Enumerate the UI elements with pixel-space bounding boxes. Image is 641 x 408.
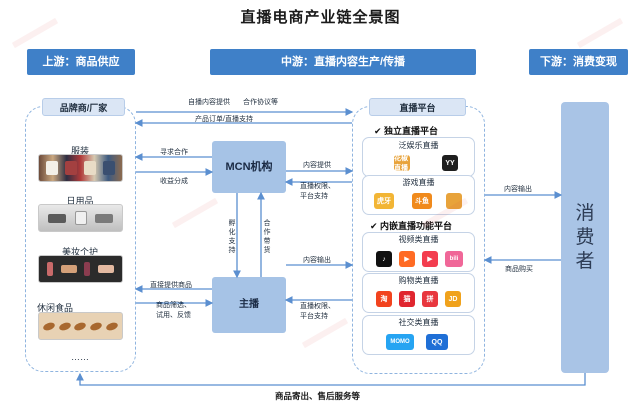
douyin-icon: ♪	[376, 251, 392, 267]
anchor-rights-line-2: 平台支持	[300, 313, 328, 320]
flow-label-incubation: 孵化支持	[228, 220, 236, 254]
independent-platform-title: ✔ 独立直播平台	[374, 126, 439, 136]
flow-label-anchor-rights: 直播权限、 平台支持	[300, 302, 335, 322]
mcn-node: MCN机构	[212, 141, 286, 193]
kuaishou-icon: ▶	[399, 251, 415, 267]
flow-label-purchase: 商品购买	[505, 266, 533, 273]
game-app-icon	[446, 193, 462, 209]
flow-label-cooperation-income: 合作带货	[263, 220, 271, 254]
bilibili-icon: bili	[445, 251, 463, 267]
video-label: 视频类直播	[398, 235, 439, 244]
tmall-icon: 猫	[399, 291, 415, 307]
stage-downstream: 下游：消费变现	[529, 49, 628, 75]
page-title: 直播电商产业链全景图	[240, 9, 401, 26]
flow-label-screening: 商品筛选、 试用、反馈	[156, 301, 191, 321]
game-label: 游戏直播	[402, 178, 435, 187]
flow-label-mcn-rights: 直播权限、 平台支持	[300, 182, 335, 202]
momo-icon: MOMO	[386, 334, 414, 350]
clothes-image	[38, 154, 123, 182]
category-label-snacks: 休闲食品	[37, 303, 74, 313]
social-box	[362, 315, 475, 355]
flow-label-top-cooperation: 合作协议等	[243, 99, 278, 106]
brand-header: 品牌商/厂家	[42, 98, 125, 116]
beauty-image	[38, 255, 123, 283]
qq-icon: QQ	[426, 334, 448, 350]
douyu-icon: 斗鱼	[412, 193, 432, 209]
jd-icon: JD	[445, 291, 461, 307]
flow-label-anchor-content-output: 内容输出	[303, 257, 331, 264]
screening-line-1: 商品筛选、	[156, 302, 191, 309]
footer-label-shipping: 商品寄出、售后服务等	[275, 391, 361, 401]
flow-label-live-products: 直接提供商品	[150, 282, 192, 289]
snacks-image	[38, 312, 123, 340]
platform-header: 直播平台	[369, 98, 466, 116]
stage-upstream: 上游：商品供应	[27, 49, 135, 75]
anchor-rights-line-1: 直播权限、	[300, 303, 335, 310]
consumer-node: 消费者	[561, 102, 609, 373]
category-label-clothes: 服装	[70, 146, 89, 156]
category-label-daily-goods: 日用品	[66, 196, 94, 206]
flow-label-seek-coop: 寻求合作	[160, 149, 188, 156]
flow-label-revenue-share: 收益分成	[160, 178, 188, 185]
shopping-label: 购物类直播	[398, 276, 439, 285]
embedded-platform-label: 内嵌直播功能平台	[380, 221, 453, 231]
brand-more-ellipsis: ……	[71, 352, 89, 362]
taobao-icon: 淘	[376, 291, 392, 307]
screening-line-2: 试用、反馈	[156, 312, 191, 319]
yy-icon: YY	[442, 155, 458, 171]
flow-label-top-order: 产品订单/直播支持	[195, 116, 253, 123]
category-label-beauty: 美妆个护	[61, 247, 98, 257]
independent-platform-label: 独立直播平台	[384, 126, 439, 136]
stage-midstream: 中游：直播内容生产/传播	[210, 49, 476, 75]
mcn-rights-line-1: 直播权限、	[300, 183, 335, 190]
embedded-platform-title: ✔ 内嵌直播功能平台	[370, 221, 453, 231]
flow-label-top-supply: 自播内容提供	[188, 99, 230, 106]
social-label: 社交类直播	[398, 318, 439, 327]
xigua-icon: ▶	[422, 251, 438, 267]
flow-label-mcn-content-supply: 内容提供	[303, 162, 331, 169]
entertainment-label: 泛娱乐直播	[398, 141, 439, 150]
daily-goods-image	[38, 204, 123, 232]
flow-label-content-output: 内容输出	[504, 186, 532, 193]
huajiao-icon: 花椒直播	[394, 155, 410, 172]
anchor-node: 主播	[212, 277, 286, 333]
pinduoduo-icon: 拼	[422, 291, 438, 307]
mcn-rights-line-2: 平台支持	[300, 193, 328, 200]
huya-icon: 虎牙	[374, 193, 394, 209]
